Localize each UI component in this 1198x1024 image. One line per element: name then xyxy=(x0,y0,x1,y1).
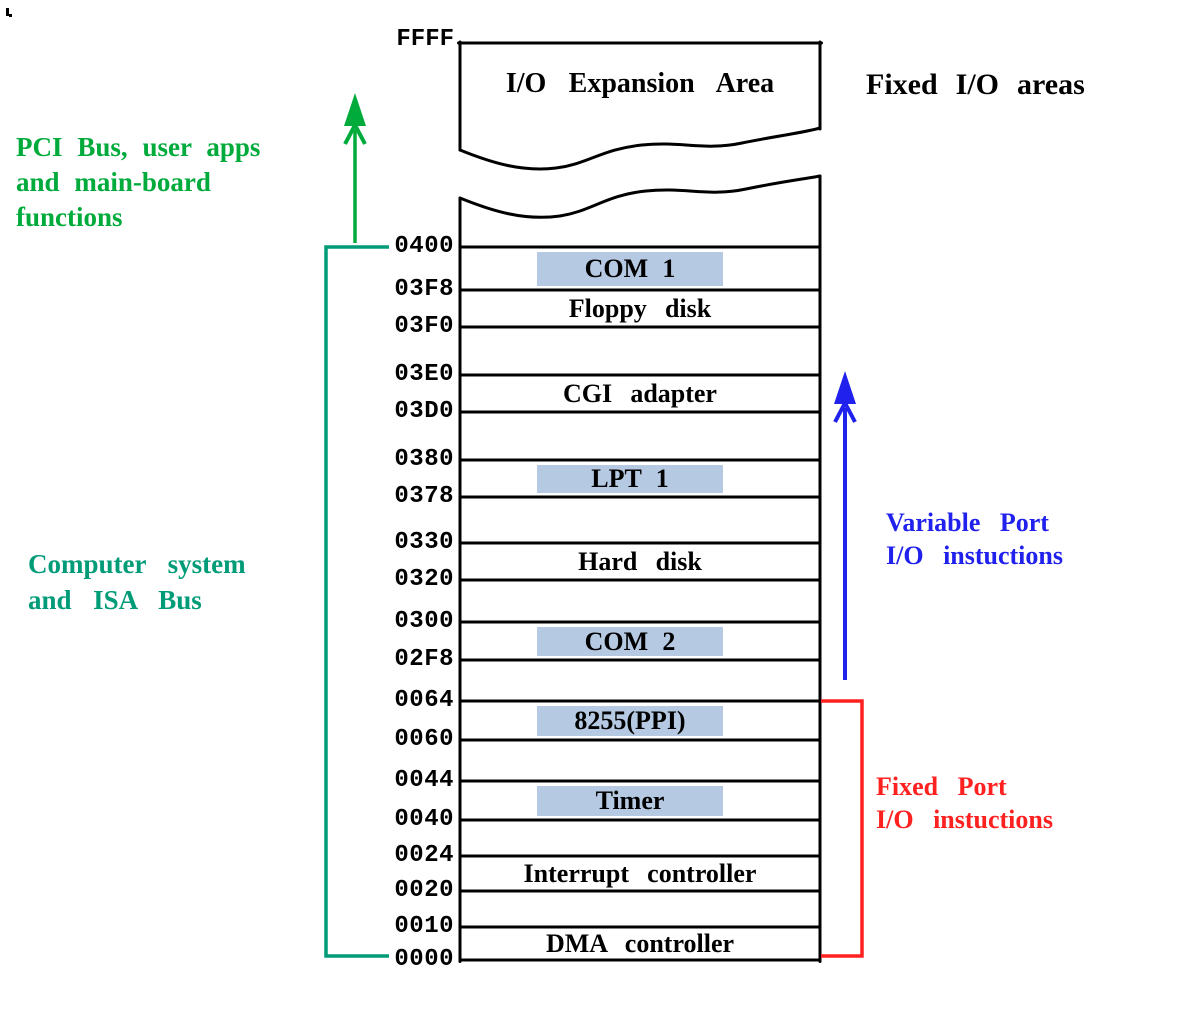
address-label: 0378 xyxy=(394,483,454,510)
note-line: I/O instuctions xyxy=(886,541,1063,570)
device-label-highlighted: LPT 1 xyxy=(537,465,723,493)
address-label: 0400 xyxy=(394,233,454,260)
fixed-port-note: Fixed Port I/O instuctions xyxy=(876,770,1053,836)
address-label: 03F8 xyxy=(394,276,454,303)
device-label: Hard disk xyxy=(578,547,702,576)
computer-system-note: Computer system and ISA Bus xyxy=(28,546,246,618)
note-line: and ISA Bus xyxy=(28,585,202,615)
address-label: 0300 xyxy=(394,608,454,635)
note-line: Fixed Port xyxy=(876,772,1007,801)
top-address-label: FFFF xyxy=(396,26,454,53)
row-divider-lines xyxy=(459,245,821,962)
torn-edge-lower xyxy=(458,174,822,219)
address-label: 0024 xyxy=(394,842,454,869)
address-label: 03D0 xyxy=(394,398,454,425)
address-label: 02F8 xyxy=(394,646,454,673)
address-label: 0064 xyxy=(394,687,454,714)
device-label-highlighted: COM 2 xyxy=(537,627,723,656)
address-label: 03F0 xyxy=(394,313,454,340)
note-line: functions xyxy=(16,202,123,232)
address-label: 0000 xyxy=(394,946,454,973)
note-line: I/O instuctions xyxy=(876,805,1053,834)
address-label: 0380 xyxy=(394,446,454,473)
torn-edge-upper xyxy=(458,126,822,171)
device-label: DMA controller xyxy=(545,930,735,957)
address-label: 0320 xyxy=(394,566,454,593)
address-label: 0044 xyxy=(394,767,454,794)
screen-artifact xyxy=(6,8,12,17)
address-label: 03E0 xyxy=(394,361,454,388)
device-label: CGI adapter xyxy=(563,379,717,408)
device-label-highlighted: 8255(PPI) xyxy=(537,706,723,736)
address-label: 0330 xyxy=(394,529,454,556)
note-line: and main-board xyxy=(16,167,211,197)
note-line: Variable Port xyxy=(886,508,1049,537)
address-label: 0040 xyxy=(394,806,454,833)
expansion-area-label: I/O Expansion Area xyxy=(505,68,775,99)
expansion-box-outline xyxy=(457,40,823,219)
device-label-highlighted: Timer xyxy=(537,786,723,816)
diagram-title: Fixed I/O areas xyxy=(866,68,1085,101)
isa-range-bracket xyxy=(324,245,389,958)
fixed-port-bracket xyxy=(821,699,864,958)
device-label: Floppy disk xyxy=(568,294,712,323)
address-label: 0010 xyxy=(394,913,454,940)
address-label: 0060 xyxy=(394,726,454,753)
note-line: Computer system xyxy=(28,549,246,579)
pci-bus-note: PCI Bus, user apps and main-board functi… xyxy=(16,130,260,235)
variable-port-note: Variable Port I/O instuctions xyxy=(886,506,1063,572)
variable-port-up-arrow xyxy=(833,371,857,680)
device-label: Interrupt controller xyxy=(523,859,757,888)
note-line: PCI Bus, user apps xyxy=(16,132,261,162)
pci-up-arrow xyxy=(343,93,367,243)
address-label: 0020 xyxy=(394,877,454,904)
device-label-highlighted: COM 1 xyxy=(537,252,723,286)
